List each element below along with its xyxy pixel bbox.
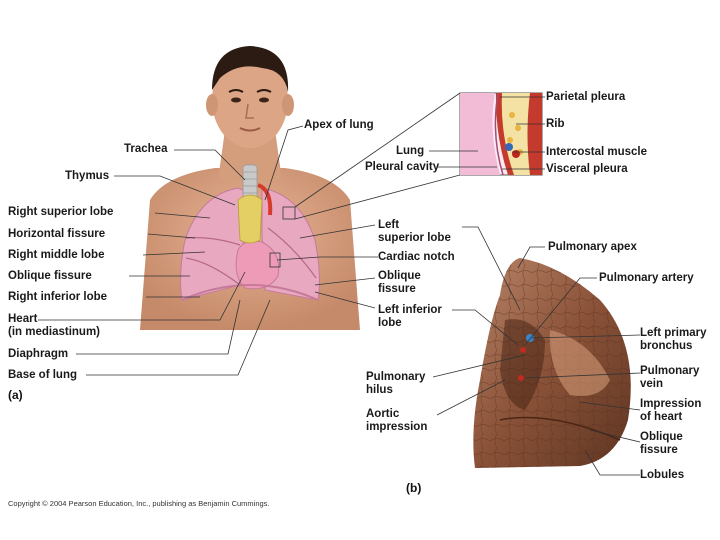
label-diaphragm: Diaphragm <box>8 348 68 361</box>
copyright-notice: Copyright © 2004 Pearson Education, Inc.… <box>8 499 270 508</box>
label-pulmonary-artery: Pulmonary artery <box>599 272 694 285</box>
label-intercostal-muscle: Intercostal muscle <box>546 146 647 159</box>
label-aortic-impression: Aortic impression <box>366 408 427 434</box>
panel-b-tag: (b) <box>406 481 421 495</box>
label-pulmonary-apex: Pulmonary apex <box>548 241 637 254</box>
label-right-inferior-lobe: Right inferior lobe <box>8 291 107 304</box>
label-horizontal-fissure: Horizontal fissure <box>8 228 105 241</box>
label-pulmonary-vein: Pulmonary vein <box>640 365 699 391</box>
label-rib: Rib <box>546 118 565 131</box>
label-trachea: Trachea <box>124 143 167 156</box>
label-lobules: Lobules <box>640 469 684 482</box>
specimen-lung <box>473 258 630 468</box>
label-right-middle-lobe: Right middle lobe <box>8 249 104 262</box>
label-cardiac-notch: Cardiac notch <box>378 251 455 264</box>
label-impression-of-heart: Impression of heart <box>640 398 701 424</box>
label-thymus: Thymus <box>65 170 109 183</box>
label-base-of-lung: Base of lung <box>8 369 77 382</box>
label-parietal-pleura: Parietal pleura <box>546 91 625 104</box>
label-visceral-pleura: Visceral pleura <box>546 163 628 176</box>
label-pulmonary-hilus: Pulmonary hilus <box>366 371 425 397</box>
label-apex-of-lung: Apex of lung <box>304 119 374 132</box>
label-left-superior-lobe: Left superior lobe <box>378 219 451 245</box>
label-left-primary-bronchus: Left primary bronchus <box>640 327 706 353</box>
label-oblique-fissure-b: Oblique fissure <box>640 431 683 457</box>
label-oblique-fissure-left: Oblique fissure <box>378 270 421 296</box>
label-oblique-fissure-right: Oblique fissure <box>8 270 92 283</box>
label-lung: Lung <box>396 145 424 158</box>
label-pleural-cavity: Pleural cavity <box>365 161 439 174</box>
label-heart: Heart (in mediastinum) <box>8 313 100 339</box>
torso-figure <box>140 46 360 330</box>
label-left-inferior-lobe: Left inferior lobe <box>378 304 442 330</box>
label-right-superior-lobe: Right superior lobe <box>8 206 113 219</box>
panel-a-tag: (a) <box>8 388 23 402</box>
